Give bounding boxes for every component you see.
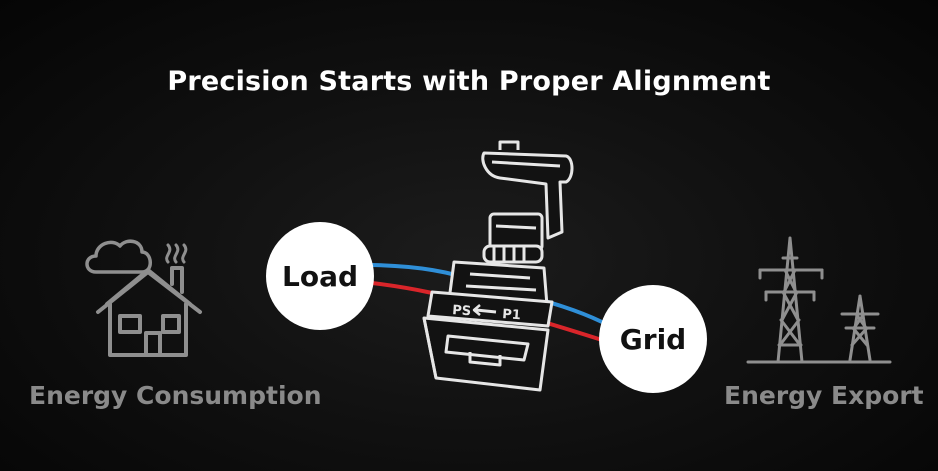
power-tower-icon [746,236,892,364]
energy-consumption-label: Energy Consumption [29,381,322,410]
svg-text:P1: P1 [502,307,522,323]
load-badge: Load [266,222,374,330]
smoke-icon [165,243,188,264]
grid-badge: Grid [599,285,707,393]
house-icon [96,266,202,357]
page-title: Precision Starts with Proper Alignment [167,66,771,97]
svg-text:PS: PS [452,303,472,319]
energy-export-label: Energy Export [724,381,924,410]
current-clamp-icon: PS P1 [422,140,574,392]
cloud-icon [85,239,152,274]
